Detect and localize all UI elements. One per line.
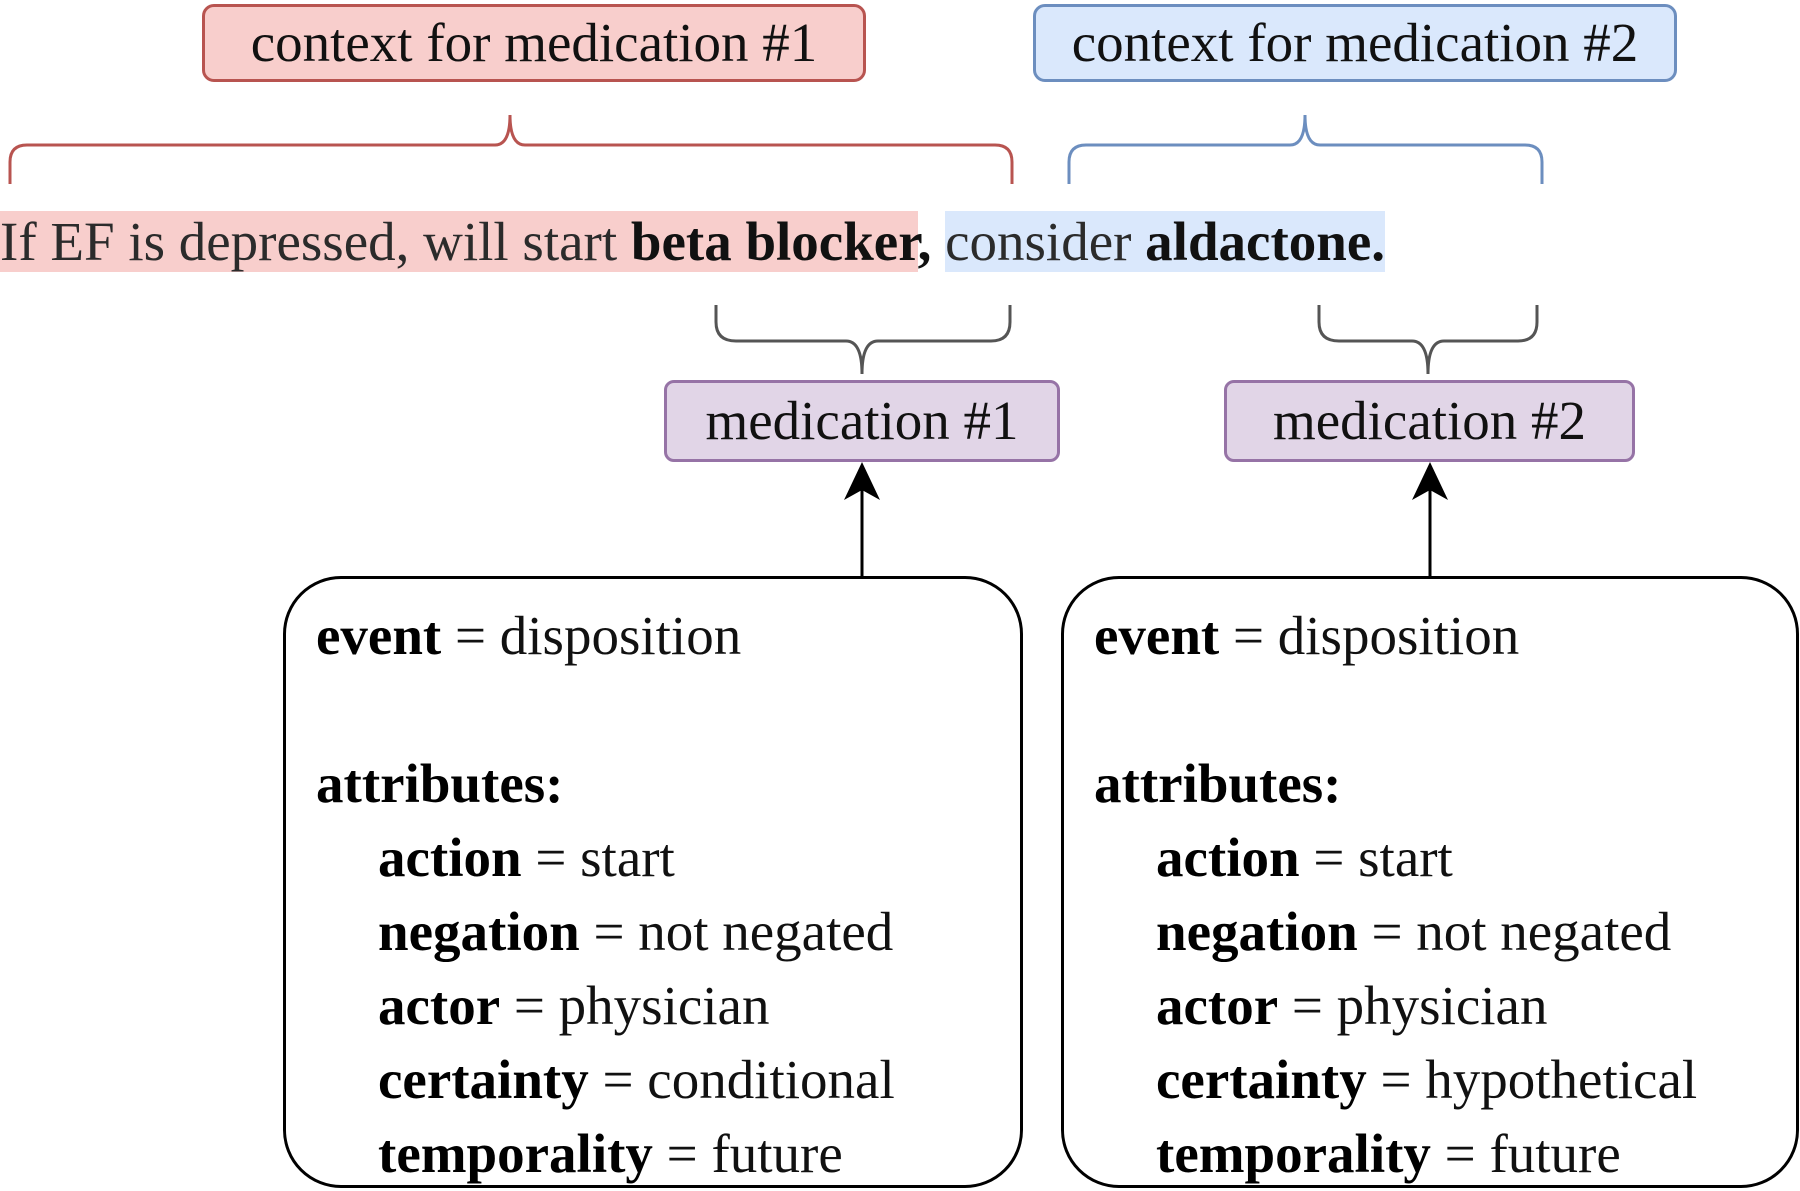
sentence-text-2: consider [945, 211, 1146, 272]
context-span-2: consider aldactone. [945, 211, 1386, 272]
event-value: disposition [1277, 605, 1520, 666]
attribute-certainty: certainty=conditional [378, 1049, 895, 1110]
attribute-negation: negation=not negated [378, 901, 894, 962]
attribute-action: action=start [378, 827, 675, 888]
medication-brace-1 [714, 305, 1012, 375]
event-key: event [1094, 605, 1220, 666]
sentence-comma: , [917, 211, 932, 272]
sentence-text-1: If EF is depressed, will start [0, 211, 631, 272]
medication-mention-1: beta blocker [630, 211, 918, 272]
medication-label-1: medication #1 [664, 380, 1060, 462]
attribute-temporality: temporality=future [1156, 1123, 1621, 1184]
attribute-box-2: event=disposition attributes: action=sta… [1061, 576, 1799, 1188]
arrowhead-1 [844, 462, 880, 500]
event-value: disposition [499, 605, 742, 666]
context-brace-2 [1067, 114, 1544, 184]
clinical-sentence: If EF is depressed, will start beta bloc… [0, 208, 1386, 276]
arrowhead-2 [1412, 462, 1448, 500]
attribute-temporality: temporality=future [378, 1123, 843, 1184]
medication-mention-2: aldactone. [1145, 211, 1386, 272]
medication-brace-2 [1317, 305, 1539, 375]
attribute-actor: actor=physician [1156, 975, 1548, 1036]
attribute-negation: negation=not negated [1156, 901, 1672, 962]
attribute-action: action=start [1156, 827, 1453, 888]
context-label-medication-1: context for medication #1 [202, 4, 866, 82]
attribute-certainty: certainty=hypothetical [1156, 1049, 1698, 1110]
attributes-heading: attributes: [316, 753, 564, 814]
context-label-medication-2: context for medication #2 [1033, 4, 1677, 82]
event-line: event=disposition [1094, 605, 1520, 666]
medication-label-2: medication #2 [1224, 380, 1635, 462]
attribute-actor: actor=physician [378, 975, 770, 1036]
context-span-1: If EF is depressed, will start beta bloc… [0, 211, 918, 272]
attributes-heading: attributes: [1094, 753, 1342, 814]
event-line: event=disposition [316, 605, 742, 666]
context-brace-1 [8, 114, 1014, 184]
event-key: event [316, 605, 442, 666]
attribute-box-1: event=disposition attributes: action=sta… [283, 576, 1023, 1188]
